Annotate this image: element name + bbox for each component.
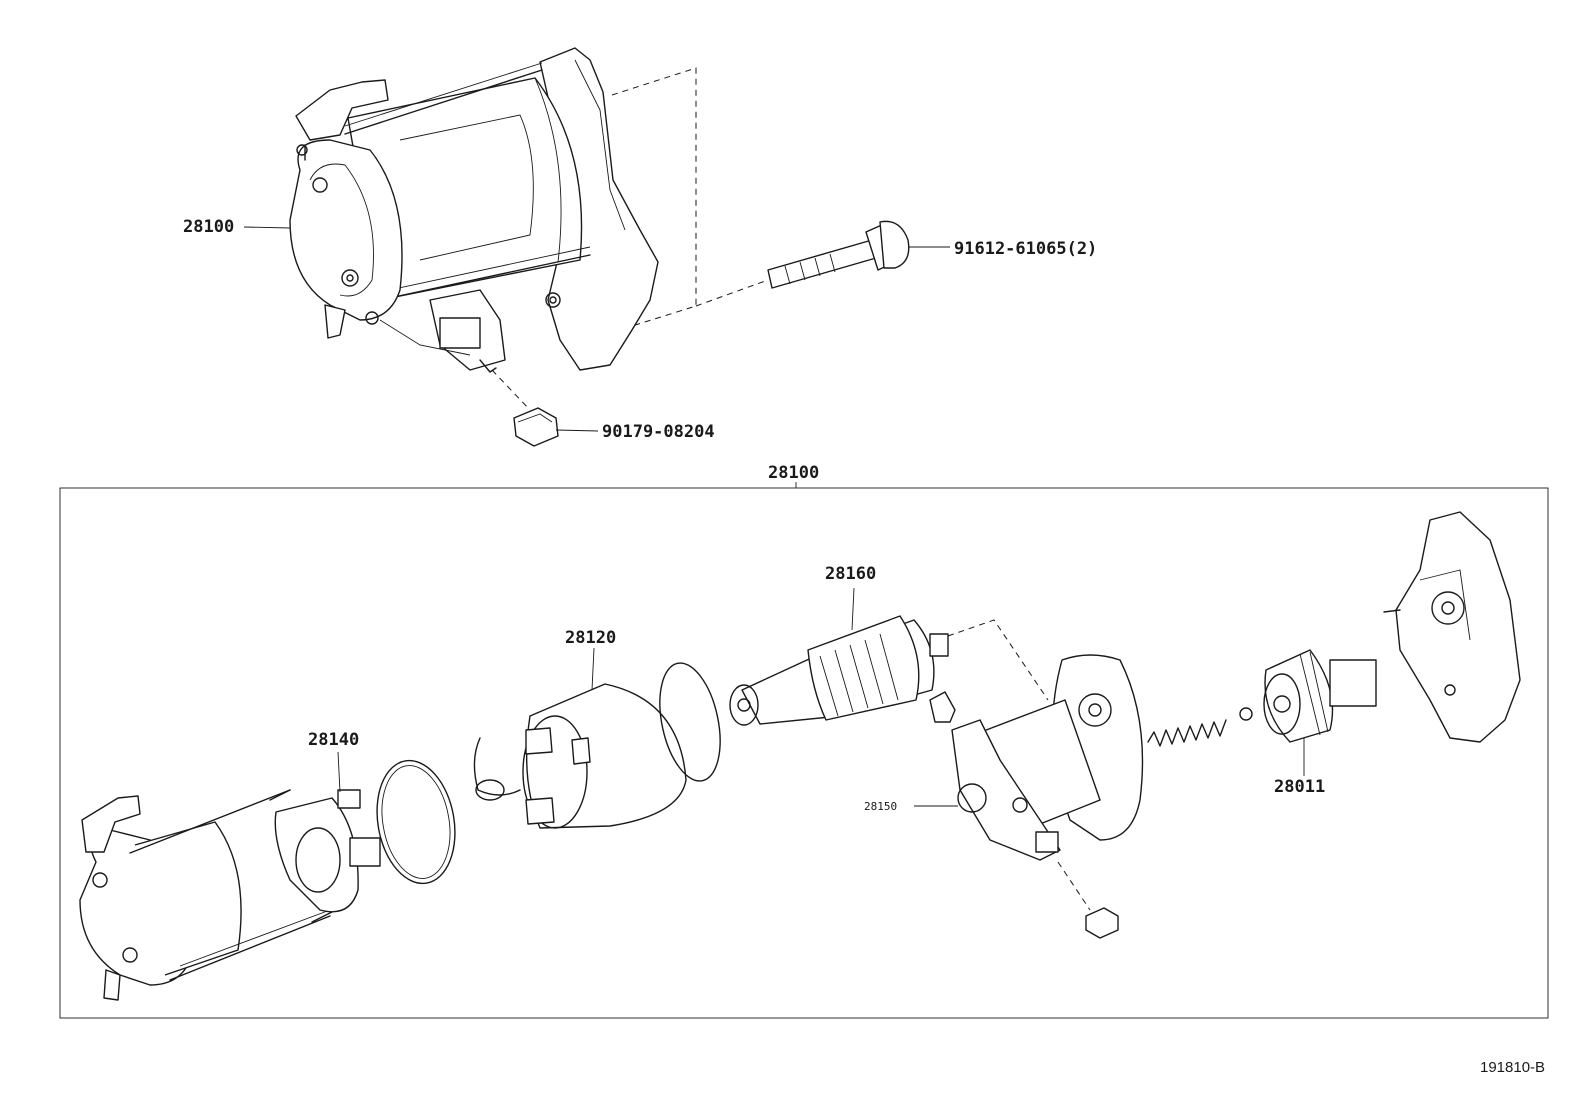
- front-bracket: [1383, 511, 1521, 743]
- exploded-view-frame: [59, 487, 1549, 1019]
- guide-line-nut: [491, 369, 531, 411]
- callout-armature: 28160: [825, 564, 877, 584]
- callout-clutch: 28011: [1274, 777, 1326, 797]
- leader-brush-holder: [337, 751, 341, 793]
- sleeve: [929, 691, 956, 723]
- bolt: [767, 220, 910, 289]
- guide-line-bracket: [611, 67, 697, 327]
- figure-reference: 191810-B: [1480, 1059, 1546, 1076]
- leader-armature: [851, 587, 855, 631]
- callout-brush-holder: 28140: [308, 730, 360, 750]
- guide-line-nut-box: [1057, 861, 1091, 911]
- callout-bolt: 91612-61065(2): [954, 239, 1098, 259]
- yoke-assembly: [79, 789, 333, 1001]
- callout-starter-assembly-box: 28100: [768, 463, 820, 483]
- callout-magnet-switch: 28120: [565, 628, 617, 648]
- steel-ball: [1239, 707, 1253, 721]
- armature: [729, 615, 949, 726]
- starter-assembly-top: [289, 47, 659, 373]
- guide-line-armature: [947, 619, 1049, 701]
- callout-housing: 28150: [864, 800, 898, 813]
- o-ring: [376, 759, 456, 885]
- callout-nut: 90179-08204: [602, 422, 715, 442]
- spring: [1147, 719, 1227, 747]
- retaining-ring: [659, 662, 721, 782]
- callout-starter-assembly-top: 28100: [183, 217, 235, 237]
- magnet-switch: [473, 683, 687, 829]
- leader-magnet-switch: [591, 647, 595, 691]
- guide-line-bolt: [695, 279, 769, 307]
- leader-starter-top: [243, 226, 291, 229]
- leader-nut: [555, 429, 599, 432]
- brush-holder: [274, 789, 381, 913]
- nut-box: [1085, 907, 1119, 939]
- nut: [513, 407, 559, 447]
- clutch-assembly: [1263, 649, 1377, 743]
- drive-housing: [951, 654, 1144, 861]
